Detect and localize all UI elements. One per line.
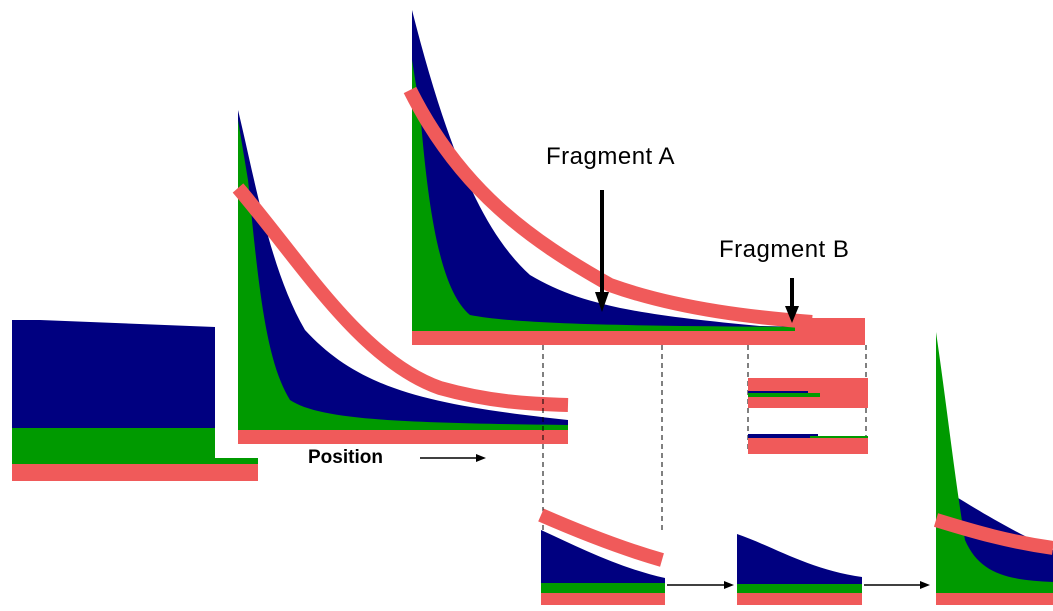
green-area bbox=[12, 428, 215, 464]
fragment-b-zoom-base bbox=[748, 434, 868, 454]
fragment-a-zoom bbox=[538, 508, 665, 605]
position-arrow bbox=[420, 454, 486, 462]
green-area bbox=[412, 60, 812, 333]
fragment-b-label: Fragment B bbox=[719, 236, 850, 263]
arrow-to-normalized bbox=[667, 581, 734, 589]
red-baseline bbox=[238, 430, 568, 444]
fragment-a-label: Fragment A bbox=[546, 143, 676, 170]
fragment-a-arrow bbox=[595, 190, 609, 312]
arrow-to-final bbox=[864, 581, 930, 589]
panel-flat-profile bbox=[12, 320, 258, 481]
green-tail bbox=[215, 458, 258, 464]
red-baseline bbox=[412, 331, 865, 345]
red-baseline bbox=[12, 464, 258, 481]
panel-decay-profile bbox=[232, 110, 569, 444]
panel-large-profile bbox=[403, 10, 865, 345]
normalized-panel bbox=[737, 534, 862, 605]
final-panel bbox=[933, 332, 1053, 605]
red-curve bbox=[232, 183, 569, 412]
fragment-b-zoom-red bbox=[748, 378, 868, 408]
fragment-b-arrow bbox=[785, 278, 799, 323]
green-area bbox=[238, 120, 568, 430]
blue-area bbox=[12, 320, 215, 428]
blue-area bbox=[238, 110, 568, 430]
dashed-guides bbox=[542, 345, 867, 532]
position-label: Position bbox=[308, 447, 383, 468]
